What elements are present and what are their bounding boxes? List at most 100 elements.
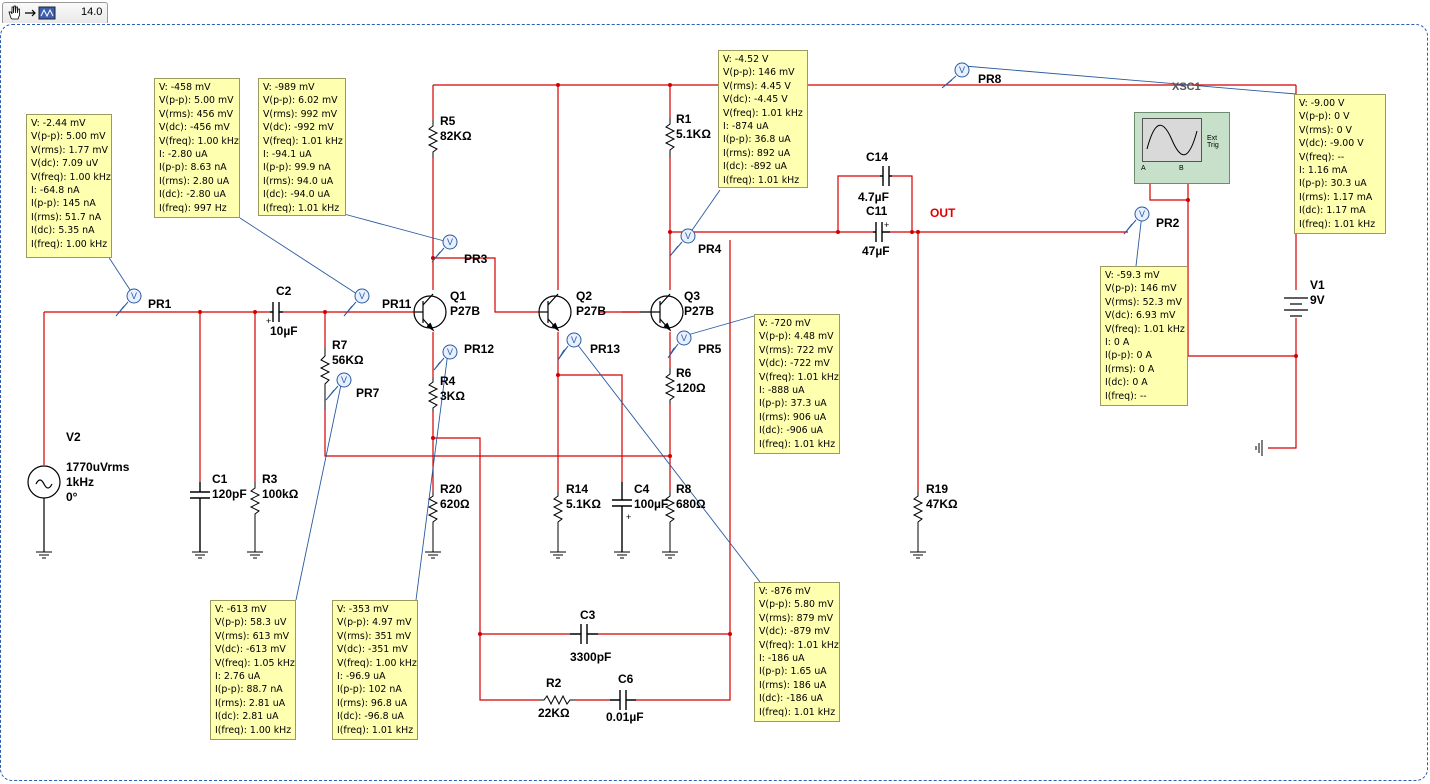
junctions (198, 83, 1298, 636)
PR11-icon: V (343, 288, 370, 317)
sources (27, 297, 1308, 552)
tab-schematic[interactable]: 14.0 (2, 2, 108, 23)
svg-text:V: V (1139, 209, 1145, 219)
probe-line: I(p-p): 145 nA (31, 198, 96, 210)
C11-label: C11 (866, 204, 888, 218)
probe-line: I(rms): 892 uA (723, 147, 791, 159)
scope-screen (1142, 118, 1202, 162)
C4-label: C4 100µF (634, 482, 669, 511)
probe-line: V(freq): 1.00 kHz (159, 135, 239, 147)
Q2-symbol (538, 293, 572, 332)
PR5-name: PR5 (698, 342, 722, 356)
document-tab-bar: 14.0 (0, 0, 1430, 24)
probe-line: V: -9.00 V (1299, 98, 1345, 109)
PR4-name: PR4 (698, 242, 722, 256)
probe-line: V(freq): 1.05 kHz (215, 657, 295, 669)
svg-text:+: + (266, 316, 271, 326)
R5-symbol (427, 120, 439, 158)
probe-line: I(freq): 1.01 kHz (1299, 218, 1376, 230)
probe-line: I(rms): 1.17 mA (1299, 191, 1373, 203)
Q3-symbol (640, 293, 684, 332)
probe-line: I(dc): -2.80 uA (159, 189, 226, 201)
R2-value: 22KΩ (538, 706, 570, 720)
R8-symbol (664, 492, 676, 552)
probe-line: I(freq): -- (1105, 390, 1147, 402)
probe-line: I(rms): 96.8 uA (337, 697, 408, 709)
svg-text:V: V (359, 291, 365, 301)
probe-line: I: -186 uA (759, 653, 805, 665)
probe-line: V(rms): 52.3 mV (1105, 296, 1182, 308)
probe-line: I(freq): 997 Hz (159, 202, 227, 214)
probe-line: V(p-p): 0 V (1299, 111, 1350, 123)
C11-symbol (873, 222, 890, 242)
V2-value: 1770uVrms 1kHz 0° (66, 460, 130, 504)
schematic-border (0, 24, 1428, 781)
V2-label: V2 (66, 430, 81, 444)
probe-line: V(dc): -351 mV (337, 644, 408, 656)
oscilloscope-xsc1[interactable]: Ext Trig A B (1134, 112, 1230, 184)
probe-line: V: -876 mV (759, 586, 811, 597)
probe-line: V: -720 mV (759, 318, 811, 329)
R7-label: R7 56KΩ (332, 338, 364, 367)
probe-line: V(p-p): 4.97 mV (337, 617, 412, 629)
PR3-name: PR3 (464, 252, 488, 266)
C6-label: C6 (618, 672, 634, 686)
PR11-name: PR11 (382, 297, 412, 311)
probe-line: I(p-p): 99.9 nA (263, 162, 331, 174)
PR7-icon: V (325, 372, 352, 401)
V1-label: V1 9V (1310, 278, 1325, 307)
R19-label: R19 47KΩ (926, 482, 958, 511)
probe-line: V: -59.3 mV (1105, 270, 1160, 281)
R6-label: R6 120Ω (676, 366, 706, 395)
probe-line: V(dc): 7.09 uV (31, 158, 99, 170)
probe-line: I(dc): -186 uA (759, 693, 823, 705)
probe-line: V(dc): -992 mV (263, 122, 334, 134)
R2-label: R2 (546, 676, 562, 690)
svg-text:V: V (685, 231, 691, 241)
zoom-level: 14.0 (81, 6, 103, 18)
probe-icons[interactable]: V V V V V V V V V V (115, 62, 1150, 401)
R1-symbol (664, 118, 676, 158)
probe-line: I(rms): 94.0 uA (263, 175, 334, 187)
PR5-icon: V (667, 330, 692, 359)
probe-line: I(dc): -96.8 uA (337, 711, 404, 723)
probe-line: V(rms): 4.45 V (723, 80, 791, 92)
probe-line: V(p-p): 146 mV (1105, 283, 1177, 295)
probe-line: I: -888 uA (759, 385, 805, 397)
C2-value: 10µF (270, 324, 298, 338)
probe-line: V(rms): 456 mV (159, 108, 233, 120)
PR8-icon: V (941, 62, 970, 89)
PR7-name: PR7 (356, 386, 380, 400)
XSC1-label: XSC1 (1172, 81, 1201, 93)
probe-line: V(p-p): 4.48 mV (759, 331, 834, 343)
probe-line: I(rms): 906 uA (759, 411, 827, 423)
probe-line: V(rms): 992 mV (263, 108, 337, 120)
probe-line: I(dc): 2.81 uA (215, 711, 279, 723)
probe-line: I(rms): 0 A (1105, 363, 1155, 375)
PR13-icon: V (557, 332, 582, 361)
probe-line: I(freq): 1.01 kHz (723, 174, 800, 186)
R5-label: R5 82KΩ (440, 114, 472, 143)
probe-line: I(rms): 51.7 nA (31, 211, 102, 223)
probe-line: I(p-p): 88.7 nA (215, 684, 283, 696)
probe-line: V: -989 mV (263, 82, 315, 93)
tab-icons (8, 5, 56, 20)
R3-symbol (249, 482, 261, 552)
PR2-name: PR2 (1156, 216, 1180, 230)
PR12-name: PR12 (464, 342, 495, 356)
probe-line: V(dc): -879 mV (759, 626, 830, 638)
R3-label: R3 100kΩ (262, 472, 299, 501)
probe-line: V(rms): 879 mV (759, 612, 833, 624)
